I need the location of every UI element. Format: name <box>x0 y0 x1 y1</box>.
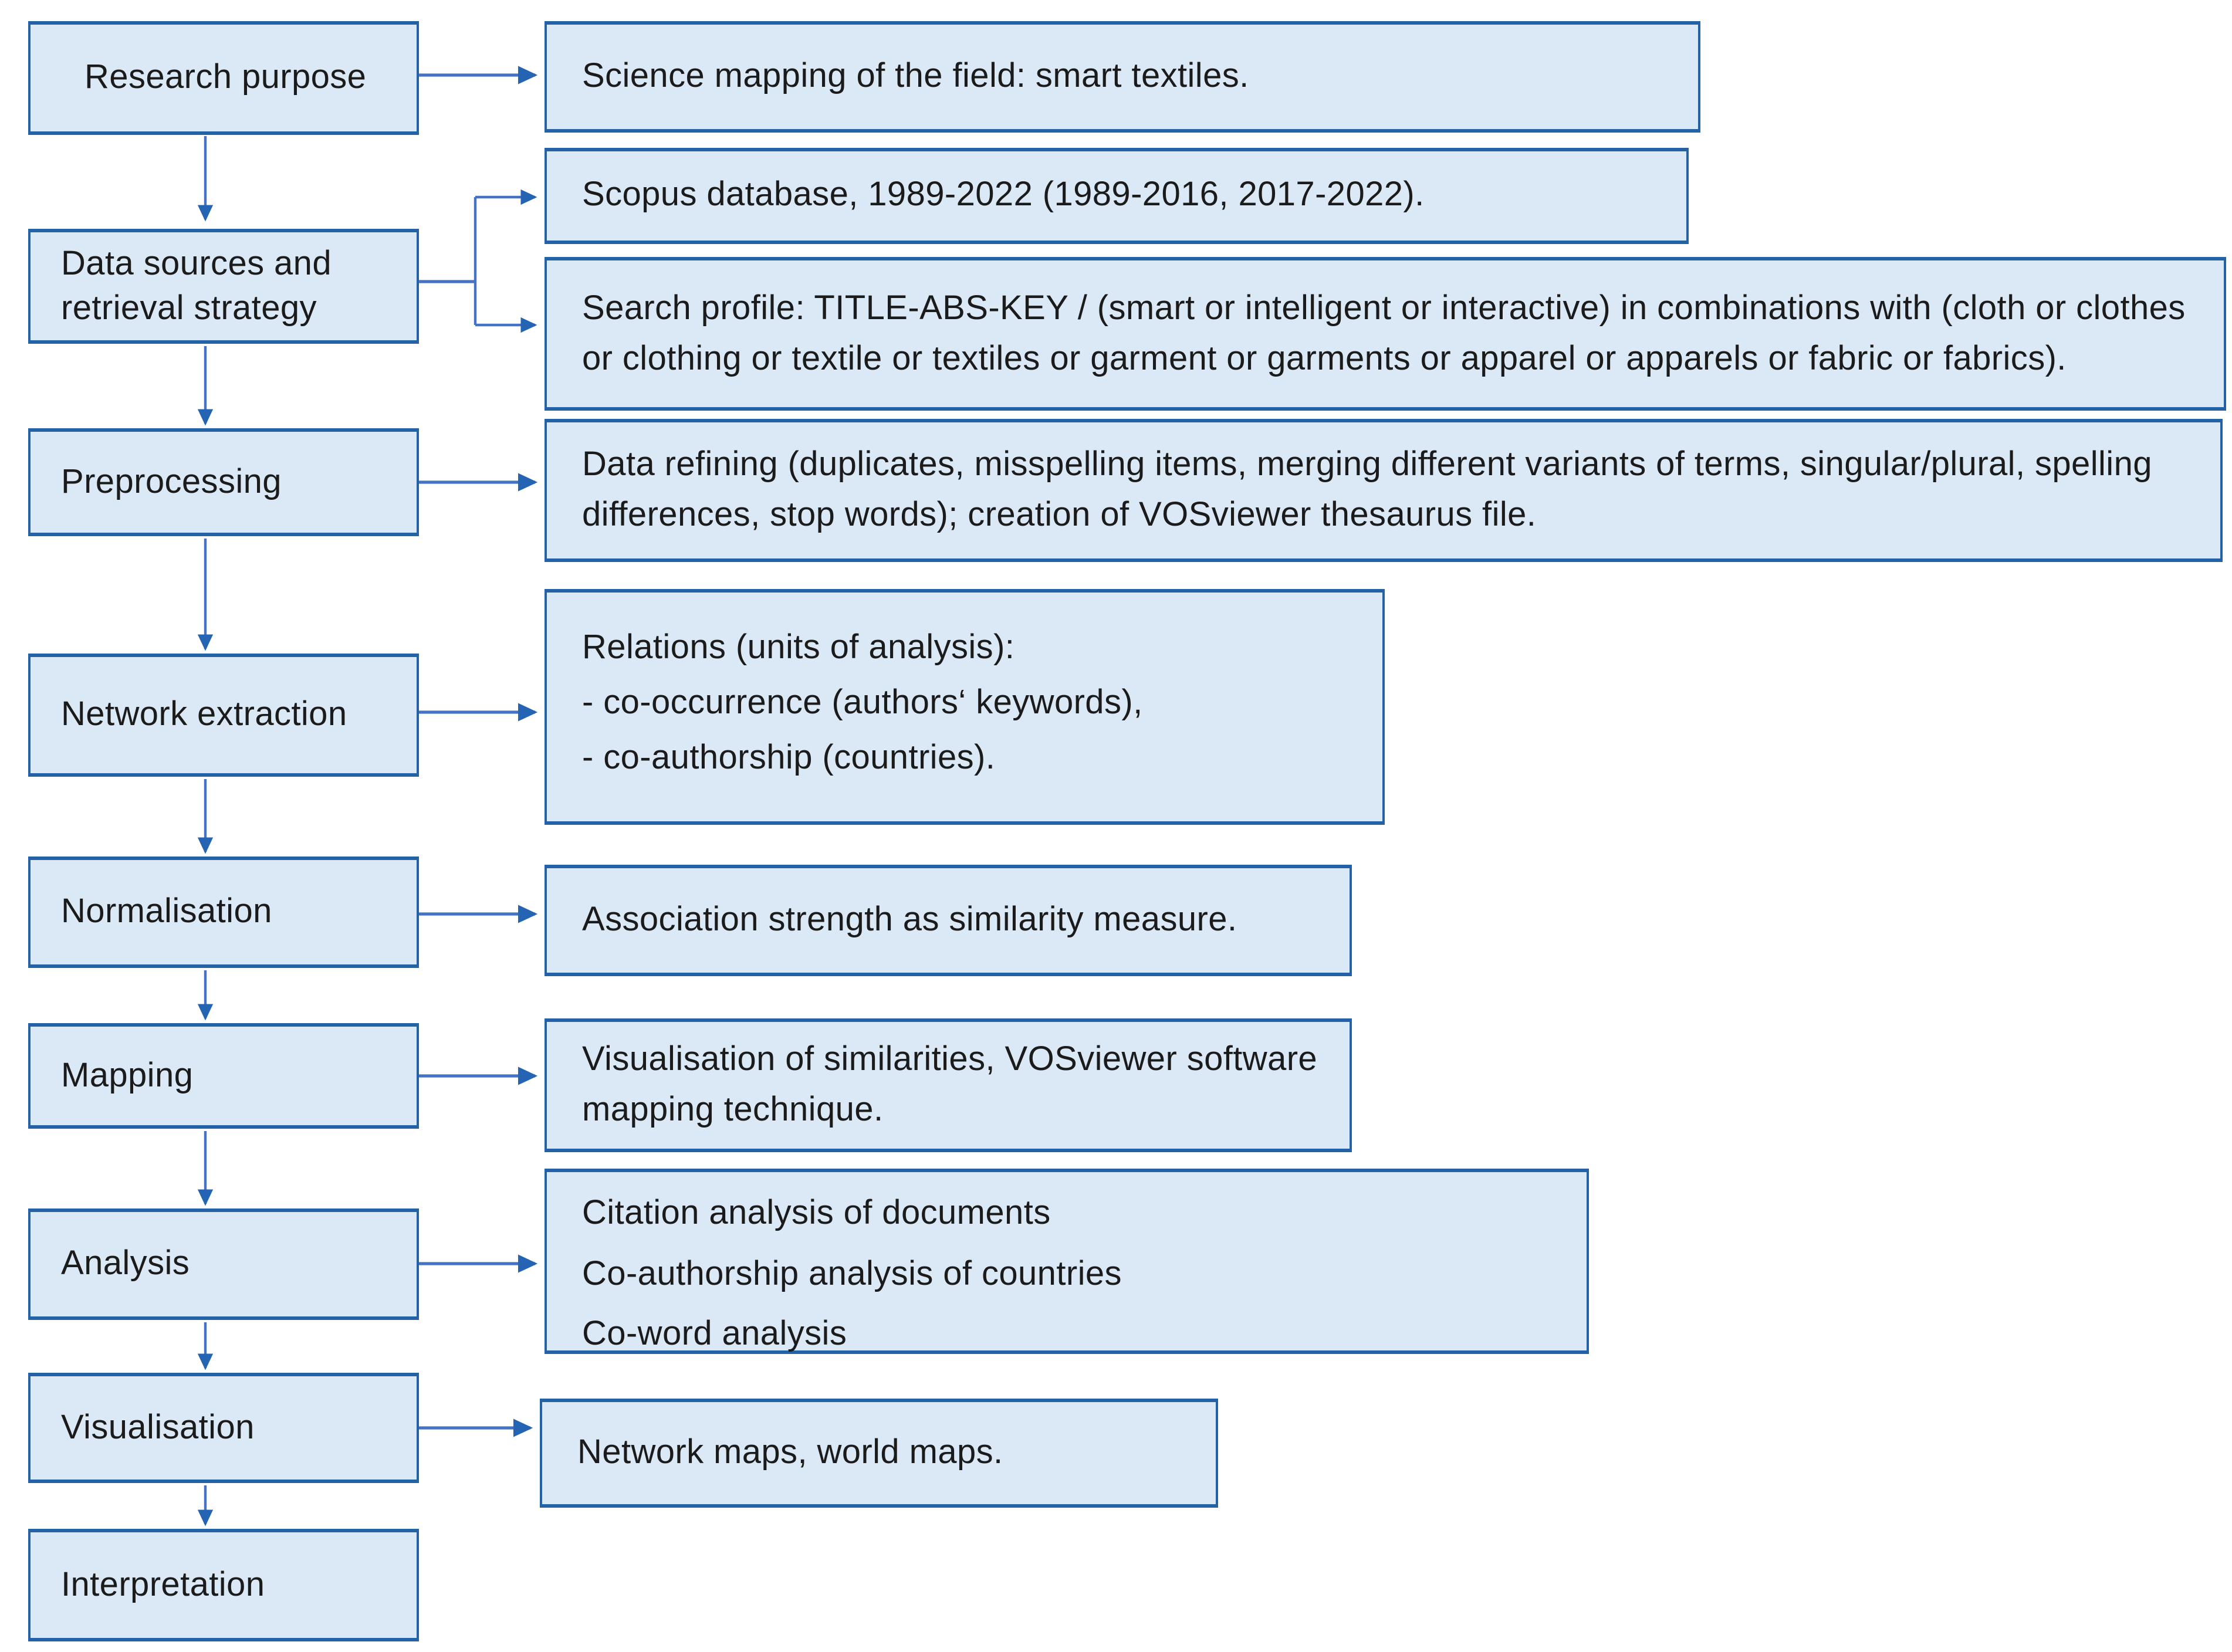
detail-box-association-strength: Association strength as similarity measu… <box>545 865 1352 976</box>
detail-text: Data refining (duplicates, misspelling i… <box>582 445 2152 534</box>
detail-box-relations: Relations (units of analysis): - co-occu… <box>545 589 1385 825</box>
detail-box-data-refining: Data refining (duplicates, misspelling i… <box>545 419 2223 562</box>
detail-line: Citation analysis of documents <box>582 1194 1051 1232</box>
detail-text: Scopus database, 1989-2022 (1989-2016, 2… <box>582 176 1425 214</box>
step-box-interpretation: Interpretation <box>28 1529 419 1641</box>
detail-box-search-profile: Search profile: TITLE-ABS-KEY / (smart o… <box>545 257 2226 411</box>
detail-box-analyses: Citation analysis of documents Co-author… <box>545 1169 1589 1354</box>
step-label: Visualisation <box>61 1409 255 1447</box>
step-label: Interpretation <box>61 1566 265 1604</box>
detail-line: - co-authorship (countries). <box>582 739 996 777</box>
detail-text: Visualisation of similarities, VOSviewer… <box>582 1040 1318 1129</box>
step-label: Normalisation <box>61 893 272 931</box>
detail-line: Co-word analysis <box>582 1315 847 1353</box>
step-label: Preprocessing <box>61 463 282 501</box>
step-label: Mapping <box>61 1057 194 1095</box>
step-box-research-purpose: Research purpose <box>28 21 419 135</box>
step-box-data-sources: Data sources and retrieval strategy <box>28 229 419 344</box>
step-box-visualisation: Visualisation <box>28 1373 419 1483</box>
detail-box-vos-mapping: Visualisation of similarities, VOSviewer… <box>545 1018 1352 1152</box>
detail-box-research-purpose: Science mapping of the field: smart text… <box>545 21 1700 133</box>
detail-line: Co-authorship analysis of countries <box>582 1255 1122 1293</box>
step-label: Network extraction <box>61 696 347 734</box>
step-box-normalisation: Normalisation <box>28 857 419 968</box>
detail-text: Search profile: TITLE-ABS-KEY / (smart o… <box>582 290 2186 377</box>
step-box-mapping: Mapping <box>28 1023 419 1129</box>
step-label: Analysis <box>61 1245 190 1283</box>
detail-text: Science mapping of the field: smart text… <box>582 57 1249 95</box>
step-box-analysis: Analysis <box>28 1208 419 1320</box>
detail-text: Association strength as similarity measu… <box>582 901 1237 939</box>
step-label: Data sources and retrieval strategy <box>61 245 332 327</box>
step-label: Research purpose <box>84 59 367 97</box>
detail-box-scopus-database: Scopus database, 1989-2022 (1989-2016, 2… <box>545 148 1689 244</box>
detail-line: - co-occurrence (authors‘ keywords), <box>582 683 1143 722</box>
step-box-preprocessing: Preprocessing <box>28 428 419 536</box>
detail-line: Relations (units of analysis): <box>582 629 1015 666</box>
step-box-network-extraction: Network extraction <box>28 654 419 777</box>
detail-box-network-maps: Network maps, world maps. <box>540 1399 1218 1508</box>
detail-text: Network maps, world maps. <box>577 1433 1003 1471</box>
